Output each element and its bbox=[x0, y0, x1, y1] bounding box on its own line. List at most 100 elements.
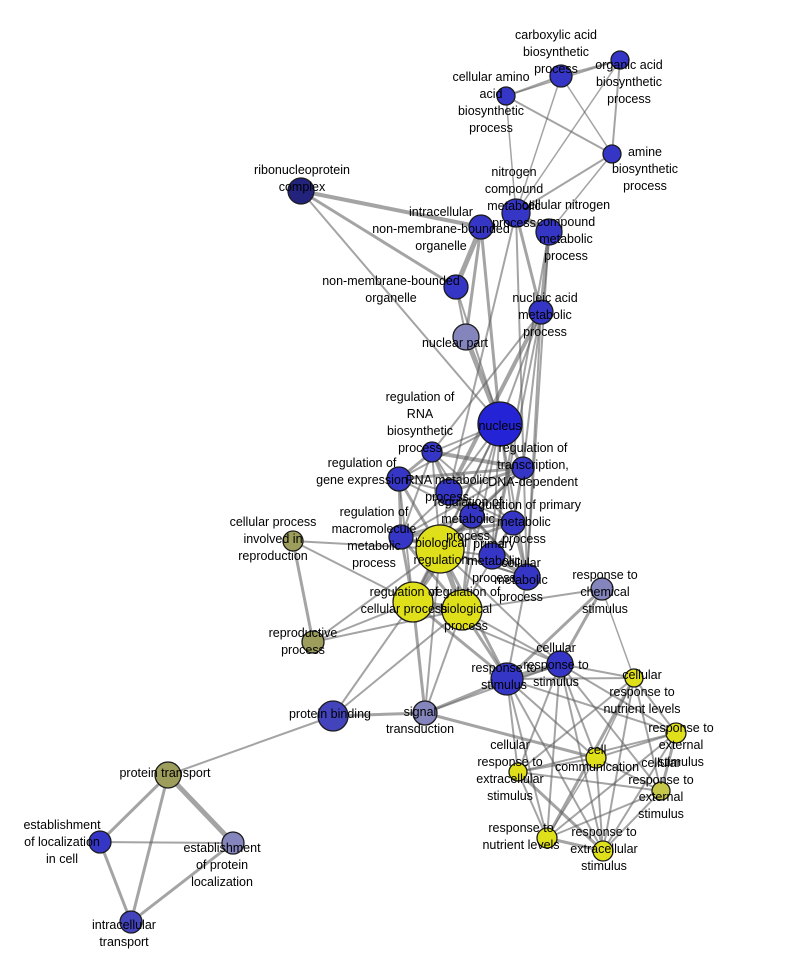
node-response_external[interactable] bbox=[665, 722, 687, 744]
edge-cellular_response_stimulus--response_nutrient_levels bbox=[546, 663, 561, 839]
node-response_nutrient_levels[interactable] bbox=[536, 827, 558, 849]
node-reproductive_process[interactable] bbox=[301, 630, 325, 654]
node-nuclear_part[interactable] bbox=[452, 323, 480, 351]
edge-amine--cell_nitrogen bbox=[548, 153, 613, 233]
node-cell_nitrogen[interactable] bbox=[535, 218, 563, 246]
edge-response_external--response_extracellular bbox=[602, 732, 677, 852]
node-response_extracellular[interactable] bbox=[592, 840, 614, 862]
node-reg_rna[interactable] bbox=[421, 441, 443, 463]
node-reg_primary[interactable] bbox=[500, 510, 526, 536]
edge-organic--amine bbox=[611, 59, 621, 155]
node-response_chemical[interactable] bbox=[590, 577, 614, 601]
edge-cellular_response_extracellular--response_extracellular bbox=[516, 770, 605, 853]
node-protein_transport[interactable] bbox=[154, 761, 182, 789]
node-nmb_org[interactable] bbox=[443, 274, 469, 300]
node-amino[interactable] bbox=[496, 86, 516, 106]
edge-nucleic--reg_transcription bbox=[522, 311, 542, 469]
node-est_protein_localization[interactable] bbox=[221, 831, 245, 855]
edge-reproduction_process_cell--reproductive_process bbox=[291, 539, 315, 644]
edge-protein_transport--est_protein_localization bbox=[165, 772, 236, 846]
node-reg_macromol[interactable] bbox=[388, 524, 414, 550]
edge-cellular_metabolic--response_stimulus bbox=[506, 576, 528, 680]
node-organic[interactable] bbox=[610, 50, 630, 70]
edge-cellular_response_stimulus--response_external bbox=[559, 663, 677, 734]
edge-cellular_response_extracellular--cellular_response_external bbox=[517, 771, 662, 792]
edge-reg_rna--reg_transcription bbox=[430, 450, 525, 470]
node-biological_regulation[interactable] bbox=[415, 524, 465, 574]
edge-response_stimulus--cell_communication bbox=[506, 678, 597, 759]
node-reproduction_process_cell[interactable] bbox=[282, 530, 304, 552]
edge-biological_regulation--cellular_response_stimulus bbox=[439, 548, 561, 665]
edge-est_localization_cell--est_protein_localization bbox=[99, 841, 234, 844]
node-reg_cellular[interactable] bbox=[392, 581, 434, 623]
edge-cellular_response_nutrient--cellular_response_external bbox=[633, 677, 662, 792]
node-cellular_response_nutrient[interactable] bbox=[624, 668, 644, 688]
node-cellular_response_external[interactable] bbox=[651, 781, 671, 801]
node-label-nuclear_part: nuclear part bbox=[422, 336, 489, 350]
node-carboxylic[interactable] bbox=[549, 64, 573, 88]
node-signal_transduction[interactable] bbox=[412, 700, 438, 726]
node-cellular_response_extracellular[interactable] bbox=[508, 762, 528, 782]
node-reg_gene_expr[interactable] bbox=[386, 466, 412, 492]
edge-biological_regulation--reproductive_process bbox=[312, 548, 441, 643]
node-intra_nmb[interactable] bbox=[468, 214, 494, 240]
node-est_localization_cell[interactable] bbox=[88, 830, 112, 854]
node-cell_communication[interactable] bbox=[585, 747, 607, 769]
node-response_stimulus[interactable] bbox=[490, 662, 524, 696]
edge-organic--nitrogen bbox=[515, 59, 621, 214]
edge-reg_transcription--reg_macromol bbox=[400, 467, 524, 538]
edge-intracellular_transport--est_protein_localization bbox=[129, 841, 235, 924]
node-label-protein_transport: protein transport bbox=[119, 766, 211, 780]
node-cellular_response_stimulus[interactable] bbox=[546, 650, 574, 678]
node-nucleus[interactable] bbox=[477, 401, 523, 447]
node-ribo[interactable] bbox=[287, 177, 315, 205]
edge-response_stimulus--response_external bbox=[506, 678, 677, 734]
node-amine[interactable] bbox=[602, 144, 622, 164]
node-intracellular_transport[interactable] bbox=[119, 910, 143, 934]
edge-response_chemical--cellular_response_nutrient bbox=[601, 588, 635, 679]
node-rna_metabolic[interactable] bbox=[435, 478, 463, 506]
edge-intra_nmb--nuclear_part bbox=[464, 225, 483, 339]
edge-nucleic--reg_rna bbox=[431, 311, 542, 453]
edge-nucleic--cellular_metabolic bbox=[526, 311, 542, 578]
edge-response_stimulus--response_nutrient_levels bbox=[506, 678, 548, 839]
node-cellular_metabolic[interactable] bbox=[513, 563, 541, 591]
edge-cellular_response_stimulus--response_extracellular bbox=[559, 663, 604, 852]
edge-reg_cellular--protein_binding bbox=[332, 601, 414, 717]
edge-nitrogen--cellular_metabolic bbox=[515, 212, 528, 578]
node-nitrogen[interactable] bbox=[501, 198, 531, 228]
node-nucleic[interactable] bbox=[528, 299, 554, 325]
edge-reg_rna--reg_primary bbox=[431, 451, 514, 524]
node-reg_biological[interactable] bbox=[441, 589, 483, 631]
node-reg_metabolic[interactable] bbox=[459, 503, 485, 529]
edge-protein_transport--intracellular_transport bbox=[129, 773, 170, 924]
node-protein_binding[interactable] bbox=[317, 700, 349, 732]
node-reg_transcription[interactable] bbox=[511, 456, 535, 480]
node-primary_metabolic[interactable] bbox=[478, 542, 506, 570]
edge-carboxylic--amine bbox=[560, 75, 613, 155]
edge-ribo--intra_nmb bbox=[299, 189, 483, 229]
